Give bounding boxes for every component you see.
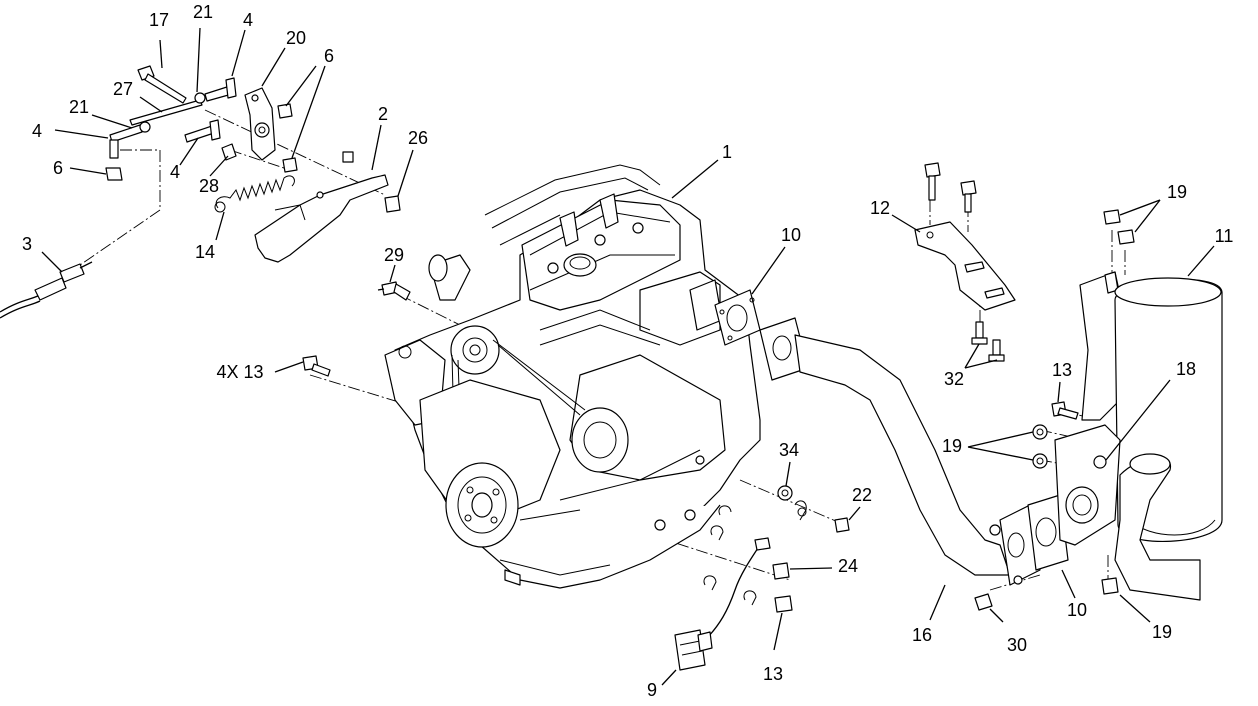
callout-3: 3 [22, 234, 32, 254]
callout-labels: 17 21 4 20 6 27 21 4 6 4 28 2 26 14 3 1 … [22, 2, 1233, 700]
callout-24: 24 [838, 556, 858, 576]
callout-32: 32 [944, 369, 964, 389]
callout-4-left: 4 [32, 121, 42, 141]
callout-21-top: 21 [193, 2, 213, 22]
callout-13-right: 13 [1052, 360, 1072, 380]
callout-19-top: 19 [1167, 182, 1187, 202]
callout-4-mid: 4 [170, 162, 180, 182]
callout-6-left: 6 [53, 158, 63, 178]
callout-10-bottom: 10 [1067, 600, 1087, 620]
callout-4x13: 4X 13 [216, 362, 263, 382]
mount-bolt [302, 355, 331, 377]
engine-block [384, 164, 761, 589]
callout-14: 14 [195, 242, 215, 262]
callout-22: 22 [852, 485, 872, 505]
callout-2: 2 [378, 104, 388, 124]
callout-17: 17 [149, 10, 169, 30]
callout-28: 28 [199, 176, 219, 196]
muffler [1032, 209, 1223, 601]
callout-4-top: 4 [243, 10, 253, 30]
callout-6-top: 6 [324, 46, 334, 66]
callout-21-left: 21 [69, 97, 89, 117]
callout-29: 29 [384, 245, 404, 265]
exhaust-bracket [914, 162, 1016, 362]
callout-27: 27 [113, 79, 133, 99]
throttle-cable [0, 261, 93, 319]
callout-18: 18 [1176, 359, 1196, 379]
callout-1: 1 [722, 142, 732, 162]
callout-19-bottom: 19 [1152, 622, 1172, 642]
leader-lines [41, 27, 1215, 686]
callout-13-bottom: 13 [763, 664, 783, 684]
callout-19-mid: 19 [942, 436, 962, 456]
throttle-linkage [105, 65, 401, 263]
callout-12: 12 [870, 198, 890, 218]
callout-11: 11 [1215, 226, 1234, 246]
exhaust-pipe [714, 289, 1069, 611]
callout-20: 20 [286, 28, 306, 48]
wiring-harness [674, 485, 850, 671]
temperature-sensor [377, 281, 411, 301]
callout-9: 9 [647, 680, 657, 700]
callout-30: 30 [1007, 635, 1027, 655]
callout-10-top: 10 [781, 225, 801, 245]
callout-34: 34 [779, 440, 799, 460]
callout-26: 26 [408, 128, 428, 148]
callout-16: 16 [912, 625, 932, 645]
